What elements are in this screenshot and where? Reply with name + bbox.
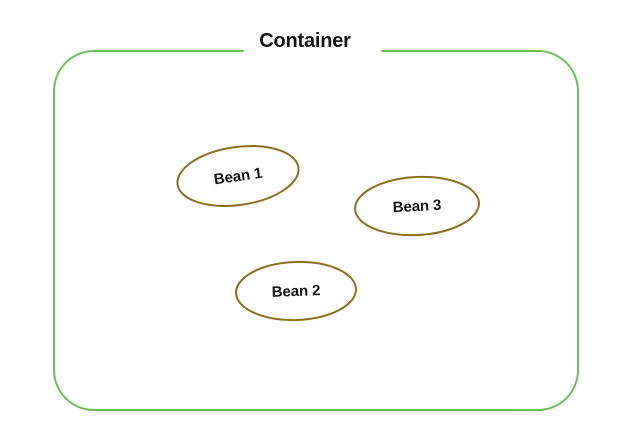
bean-node-2[interactable]: Bean 2: [235, 260, 357, 322]
bean-label: Bean 2: [271, 282, 320, 301]
container-title: Container: [259, 30, 351, 52]
bean-label: Bean 1: [213, 165, 263, 189]
bean-ellipse[interactable]: [174, 139, 303, 213]
bean-label: Bean 3: [392, 197, 441, 217]
bean-ellipse[interactable]: [354, 174, 481, 238]
bean-node-3[interactable]: Bean 3: [354, 174, 481, 238]
bean-node-1[interactable]: Bean 1: [174, 139, 303, 213]
bean-ellipse[interactable]: [235, 260, 357, 322]
container-group[interactable]: [53, 50, 579, 411]
container-border[interactable]: [53, 50, 579, 411]
